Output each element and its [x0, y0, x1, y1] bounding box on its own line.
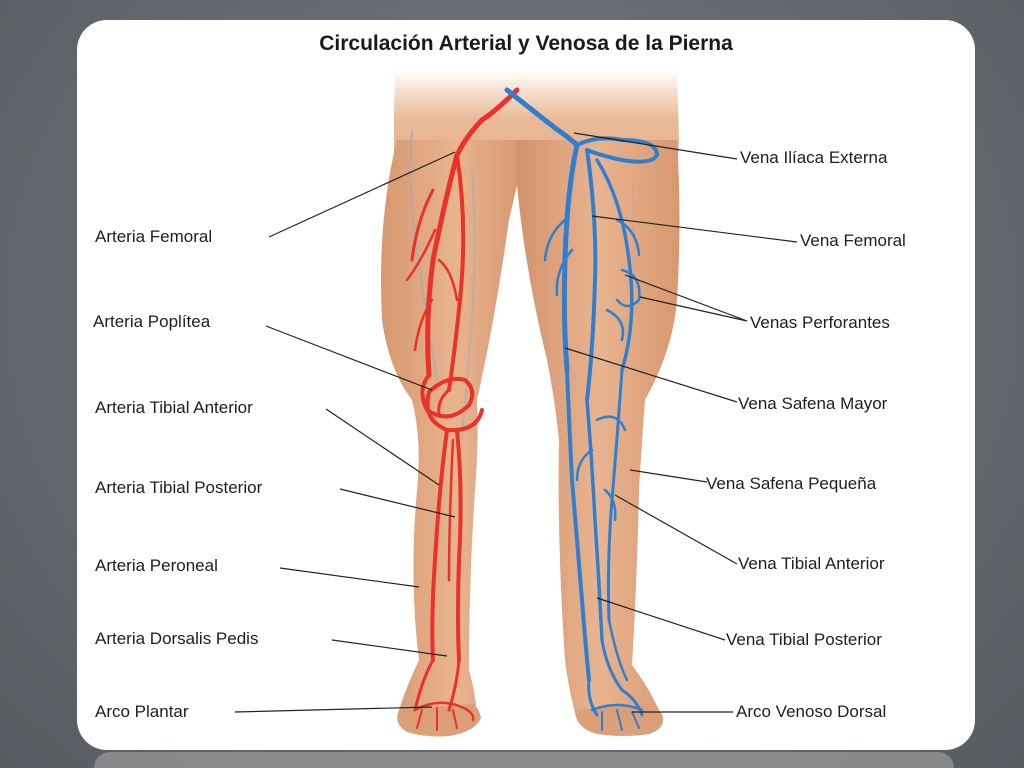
label-vena-tibial-posterior: Vena Tibial Posterior: [726, 630, 882, 649]
label-arteria-tibial-anterior: Arteria Tibial Anterior: [95, 398, 253, 417]
label-vena-tibial-anterior: Vena Tibial Anterior: [738, 554, 885, 573]
label-arteria-peroneal: Arteria Peroneal: [95, 556, 218, 575]
label-arco-plantar: Arco Plantar: [95, 702, 189, 721]
diagram-card: Circulación Arterial y Venosa de la Pier…: [77, 20, 975, 750]
leader-lines: [234, 132, 798, 713]
background-strip: [94, 752, 954, 768]
left-foot: [397, 704, 481, 737]
veins: [504, 87, 660, 731]
label-vena-safena-pequena: Vena Safena Pequeña: [706, 474, 877, 493]
label-arco-venoso-dorsal: Arco Venoso Dorsal: [736, 702, 887, 721]
label-vena-safena-mayor: Vena Safena Mayor: [738, 394, 888, 413]
diagram-title: Circulación Arterial y Venosa de la Pier…: [319, 32, 733, 55]
label-arteria-tibial-posterior: Arteria Tibial Posterior: [95, 478, 263, 497]
label-arteria-femoral: Arteria Femoral: [95, 227, 213, 246]
arteries: [405, 87, 520, 731]
label-venas-perforantes: Venas Perforantes: [750, 313, 890, 332]
label-arteria-poplitea: Arteria Poplítea: [93, 312, 211, 331]
label-vena-femoral: Vena Femoral: [800, 231, 906, 250]
right-leg: [517, 140, 680, 733]
label-vena-iliaca-externa: Vena Ilíaca Externa: [740, 148, 888, 167]
leg-illustration: [234, 70, 798, 737]
label-arteria-dorsalis-pedis: Arteria Dorsalis Pedis: [95, 629, 259, 648]
